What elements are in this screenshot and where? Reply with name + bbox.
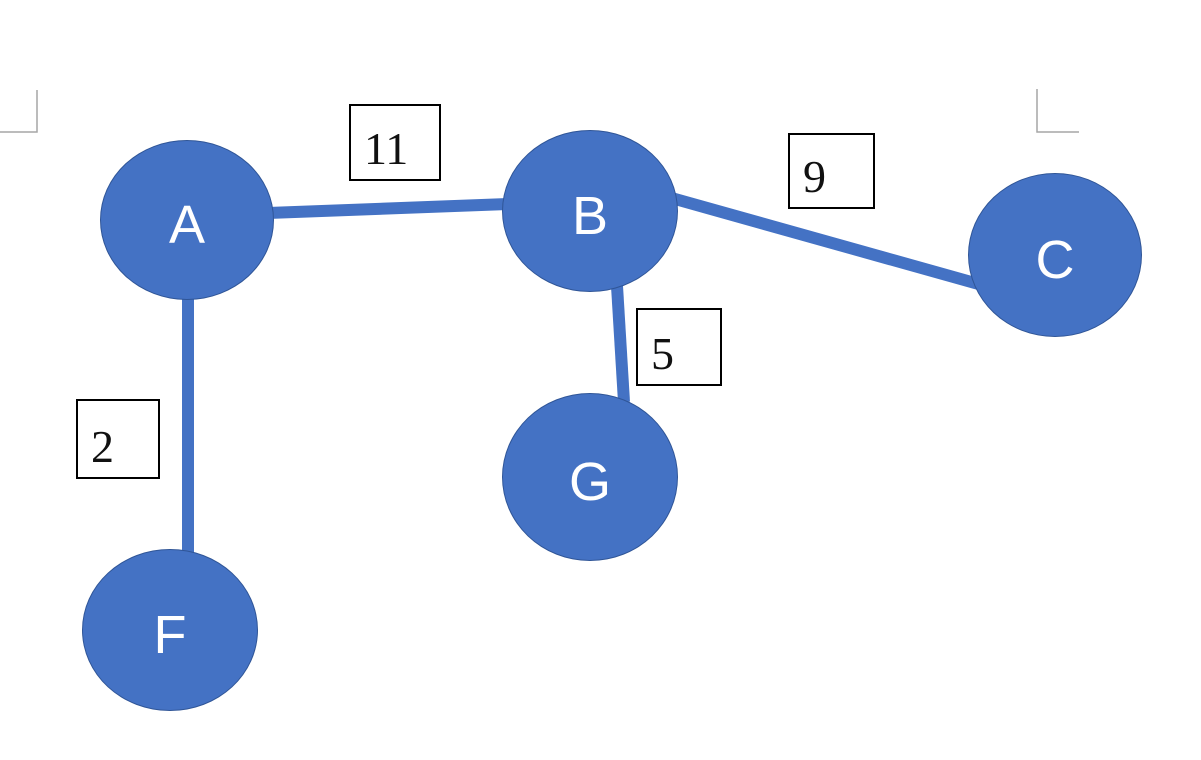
node-F[interactable]: F [82, 549, 258, 711]
top-right-margin-mark [1036, 89, 1079, 133]
edge-B-C[interactable] [666, 191, 984, 291]
edge-weight-box-B-G[interactable]: 5 [636, 308, 722, 386]
edge-weight-label-B-G: 5 [651, 328, 674, 379]
node-G[interactable]: G [502, 393, 678, 561]
node-B[interactable]: B [502, 130, 678, 292]
node-label-G: G [568, 452, 611, 512]
node-label-A: A [168, 195, 206, 255]
edge-weight-label-A-B: 11 [364, 123, 409, 174]
edge-weight-label-A-F: 2 [91, 421, 114, 472]
node-A[interactable]: A [100, 140, 274, 300]
node-label-B: B [571, 186, 609, 246]
node-label-F: F [153, 605, 187, 665]
edge-B-G[interactable] [611, 285, 630, 403]
edge-weight-label-B-C: 9 [803, 151, 826, 202]
edge-weight-box-B-C[interactable]: 9 [788, 133, 875, 209]
top-left-margin-mark [0, 90, 38, 133]
edge-weight-box-A-B[interactable]: 11 [349, 104, 441, 181]
edge-weight-box-A-F[interactable]: 2 [76, 399, 160, 479]
node-label-C: C [1035, 230, 1075, 290]
edge-A-B[interactable] [267, 198, 509, 219]
node-C[interactable]: C [968, 173, 1142, 337]
